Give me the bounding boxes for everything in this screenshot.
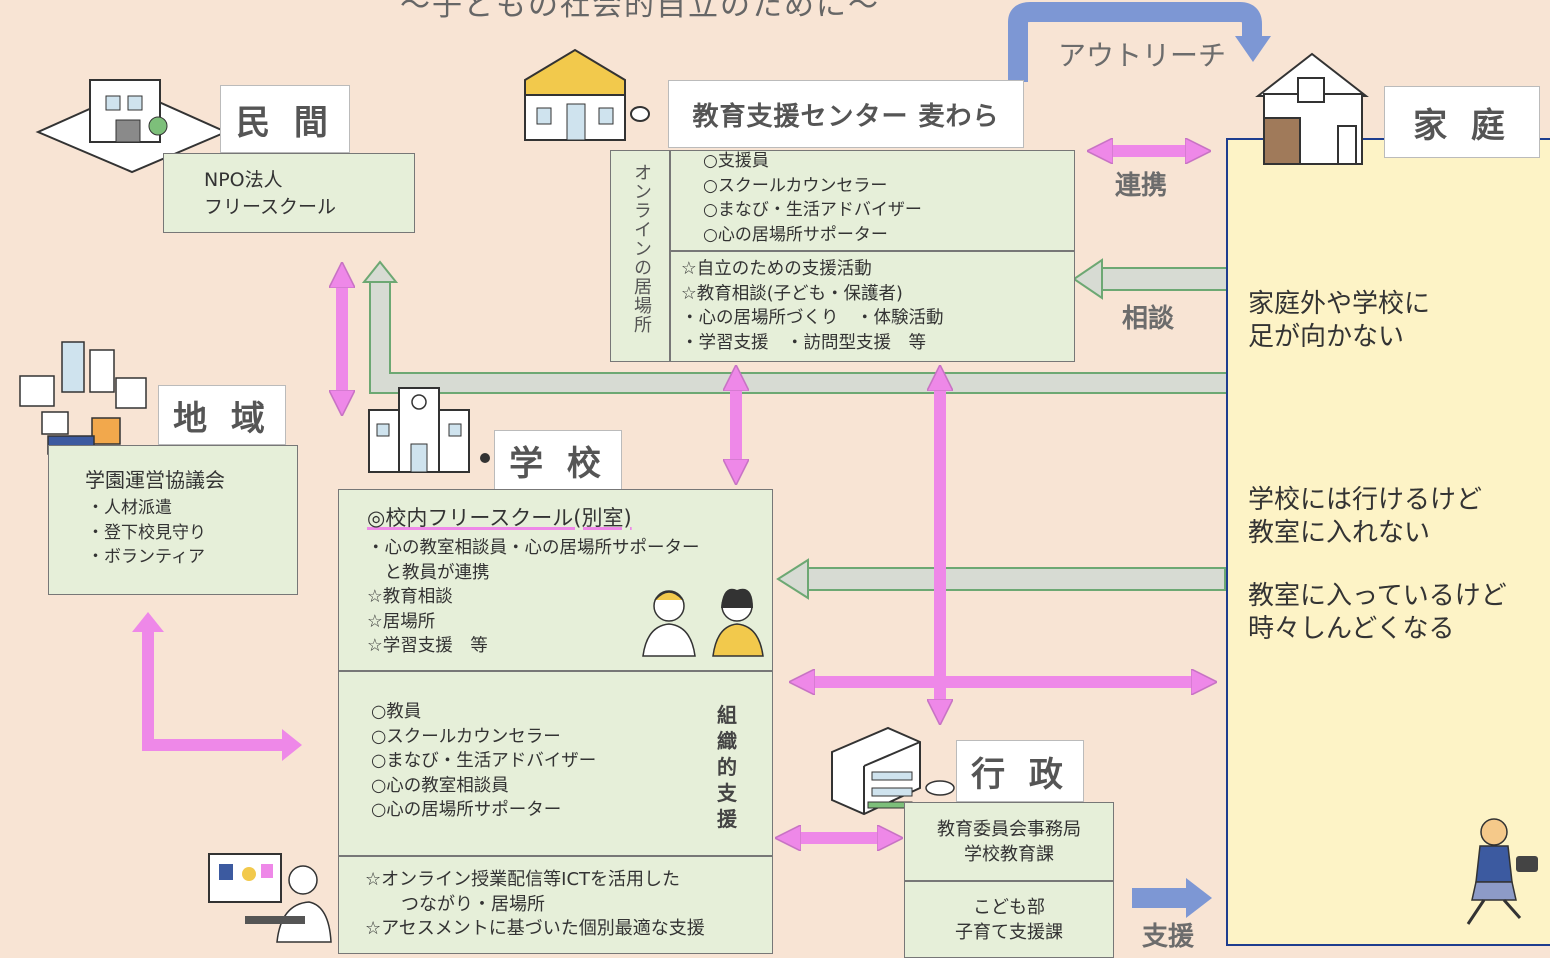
admin-office: 教育委員会事務局 学校教育課 [937, 819, 1081, 865]
community-box: 学園運営協議会 ・人材派遣 ・登下校見守り ・ボランティア [48, 445, 298, 595]
admin-box: 教育委員会事務局 学校教育課 こども部 子育て支援課 [904, 802, 1114, 958]
private-label: 民 間 [220, 85, 350, 153]
free-school-title: ◎校内フリースクール(別室) [367, 506, 632, 530]
home-situation-3: 教室に入っているけど 時々しんどくなる [1248, 581, 1507, 644]
community-school-link [142, 628, 285, 751]
admin-children: こども部 子育て支援課 [955, 897, 1063, 943]
center-activities: ☆自立のための支援活動 ☆教育相談(子ども・保護者) ・心の居場所づくり ・体験… [681, 259, 944, 353]
students-illustration-icon [642, 588, 764, 657]
school-building-icon [368, 387, 490, 473]
online-learner-icon [208, 853, 332, 943]
home-situation-1: 家庭外や学校に 足が向かない [1248, 289, 1431, 352]
home-panel: 家庭外や学校に 足が向かない 学校には行けるけど 教室に入れない 教室に入ってい… [1226, 138, 1550, 946]
support-label: 支援 [1142, 922, 1195, 952]
org-support-label: 組 織 的 支 援 [717, 703, 737, 831]
collaboration-label: 連携 [1115, 171, 1168, 201]
center-staff: ○支援員 ○スクールカウンセラー ○まなび・生活アドバイザー ○心の居場所サポー… [703, 151, 922, 245]
online-place-label: オンラインの居場所 [631, 163, 652, 334]
admin-building-icon [831, 726, 955, 816]
running-student-icon [1466, 818, 1538, 925]
community-items: ・人材派遣 ・登下校見守り ・ボランティア [87, 498, 206, 567]
outreach-label: アウトリーチ [1058, 39, 1227, 72]
consultation-label: 相談 [1122, 304, 1175, 334]
house-icon [1255, 52, 1369, 165]
admin-label: 行 政 [956, 740, 1084, 802]
community-council: 学園運営協議会 [85, 468, 225, 492]
consultation-arrow [1099, 267, 1229, 291]
center-label: 教育支援センター 麦わら [668, 80, 1024, 148]
center-box: オンラインの居場所 ○支援員 ○スクールカウンセラー ○まなび・生活アドバイザー… [610, 150, 1075, 362]
page-title: ～子どもの社会的自立のために～ [400, 0, 880, 23]
school-ict: ☆オンライン授業配信等ICTを活用した つながり・居場所 ☆アセスメントに基づい… [365, 869, 705, 939]
home-to-school-arrow [804, 567, 1226, 591]
outreach-arrow [1008, 1, 1262, 82]
private-box: NPO法人 フリースクール [163, 153, 415, 233]
community-label: 地 域 [158, 385, 286, 445]
free-school-body: ・心の教室相談員・心の居場所サポーター と教員が連携 ☆教育相談 ☆居場所 ☆学… [367, 538, 700, 656]
center-building-icon [524, 48, 650, 141]
school-staff: ○教員 ○スクールカウンセラー ○まなび・生活アドバイザー ○心の教室相談員 ○… [371, 702, 597, 820]
home-label: 家 庭 [1384, 86, 1540, 158]
private-items: NPO法人 フリースクール [204, 169, 337, 218]
home-situation-2: 学校には行けるけど 教室に入れない [1248, 485, 1483, 548]
support-arrow [1132, 888, 1188, 908]
school-box: ◎校内フリースクール(別室) ・心の教室相談員・心の居場所サポーター と教員が連… [338, 489, 773, 954]
community-town-icon [19, 341, 147, 455]
school-label: 学 校 [494, 430, 622, 490]
